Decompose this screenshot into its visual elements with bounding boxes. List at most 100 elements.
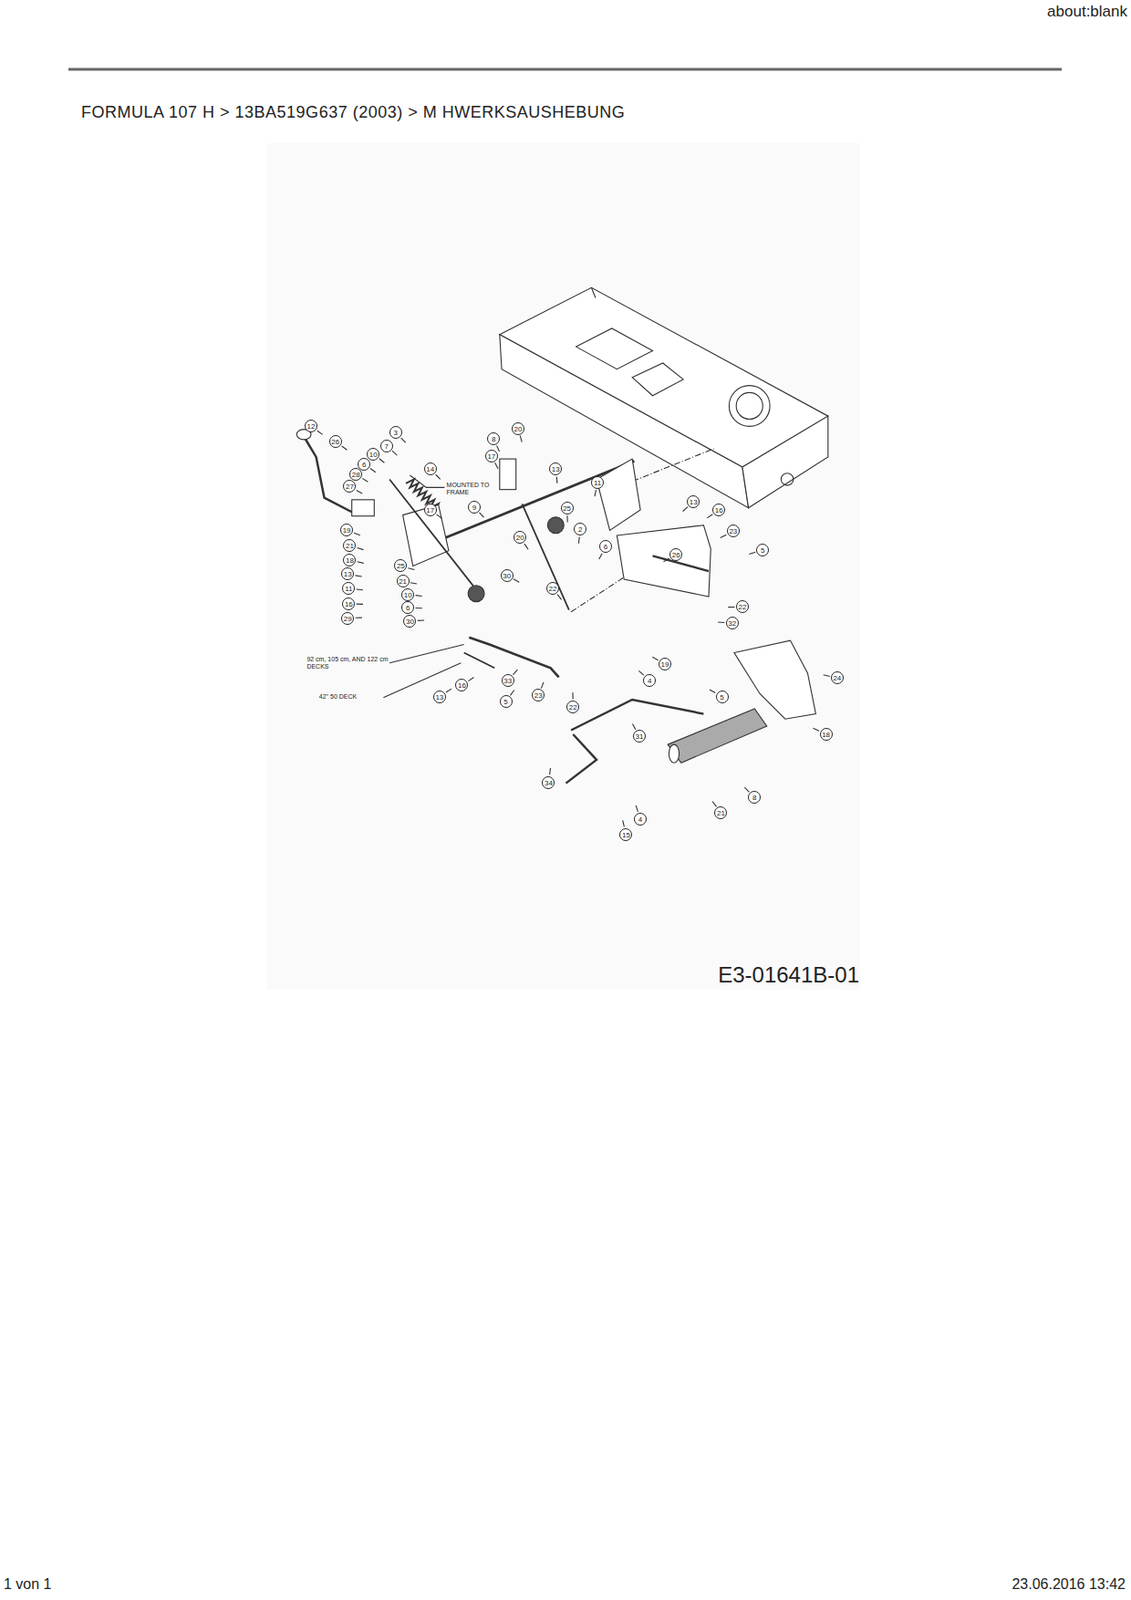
callout-number: 6 (599, 539, 613, 553)
callout-number: 21 (396, 574, 410, 588)
leader-line (355, 617, 363, 619)
leader-line (370, 468, 376, 473)
callout-number: 26 (669, 548, 683, 561)
header-rule (68, 68, 1062, 72)
leader-line (556, 477, 559, 484)
callout-number: 10 (366, 447, 380, 461)
leader-line (513, 579, 519, 583)
leader-line (409, 475, 445, 488)
callout-number: 28 (349, 467, 363, 481)
leader-line (823, 674, 831, 677)
callout-number: 2 (573, 522, 587, 536)
callout-number: 32 (726, 616, 739, 630)
leader-line (622, 819, 625, 827)
frame-end (742, 415, 829, 509)
leader-line (519, 435, 522, 443)
leader-line (356, 588, 364, 591)
callout-number: 8 (747, 790, 761, 804)
leader-line (379, 458, 385, 464)
leader-line (748, 551, 756, 554)
leader-line (342, 446, 348, 450)
lift-rod (389, 478, 479, 593)
leader-line (509, 690, 514, 696)
callout-number: 17 (485, 449, 499, 463)
callout-number: 17 (424, 503, 437, 517)
callout-number: 16 (342, 597, 355, 611)
callout-number: 20 (511, 422, 525, 436)
callout-number: 14 (424, 462, 437, 476)
leader-line (415, 594, 423, 597)
callout-number: 23 (531, 688, 545, 702)
callout-number: 21 (342, 539, 356, 552)
callout-number: 7 (380, 439, 394, 453)
leader-line (683, 507, 688, 512)
callout-number: 20 (513, 530, 527, 544)
frame-hole (728, 385, 770, 427)
leader-line (389, 644, 465, 664)
leader-line (566, 515, 568, 522)
leader-line (571, 692, 573, 699)
pulley (467, 585, 485, 602)
leader-line (599, 553, 602, 560)
leader-line (435, 474, 441, 479)
leader-line (638, 670, 644, 675)
callout-number: 34 (541, 776, 555, 789)
leader-line (663, 558, 669, 561)
callout-number: 8 (487, 432, 500, 446)
callout-number: 3 (389, 425, 403, 439)
callout-number: 13 (433, 690, 447, 704)
print-date: 23.06.2016 13:42 (1011, 1576, 1126, 1593)
leader-line (709, 689, 716, 694)
callout-number: 5 (499, 695, 513, 708)
callout-number: 23 (726, 524, 740, 538)
callout-number: 25 (394, 559, 407, 572)
browser-url: about:blank (1047, 2, 1128, 21)
leader-line (524, 543, 529, 550)
callout-number: 26 (329, 435, 343, 448)
callout-number: 15 (619, 828, 633, 841)
deck-size-note: 42" 50 DECK (318, 693, 384, 701)
callout-number: 12 (304, 419, 318, 433)
leader-line (497, 445, 500, 452)
leader-line (578, 537, 581, 544)
leader-line (410, 582, 417, 584)
callout-number: 22 (566, 700, 580, 714)
callout-number: 31 (632, 729, 646, 743)
callout-number: 11 (342, 581, 355, 595)
leader-line (744, 787, 749, 792)
leader-line (512, 669, 518, 675)
callout-number: 4 (633, 812, 647, 826)
leader-line (415, 607, 423, 609)
callout-number: 9 (467, 500, 481, 514)
callout-number: 30 (500, 569, 514, 582)
deck-link (570, 699, 704, 731)
leader-line (353, 532, 361, 535)
tube-end (668, 744, 679, 763)
deck-size-note: 92 cm, 105 cm, AND 122 cm DECKS (305, 655, 389, 671)
exploded-view (296, 287, 830, 827)
leader-line (632, 723, 635, 729)
leader-line (446, 688, 452, 693)
leader-line (727, 606, 735, 608)
leader-line (355, 575, 363, 577)
lift-rod (521, 503, 569, 610)
leader-line (383, 663, 461, 698)
leader-line (557, 594, 561, 601)
leader-line (540, 682, 544, 689)
shaft-bracket (499, 458, 517, 490)
illustration-ground (267, 143, 861, 990)
leader-line (812, 727, 820, 731)
callout-number: 11 (591, 476, 604, 489)
callout-number: 33 (501, 674, 515, 687)
callout-number: 4 (643, 674, 656, 687)
frame-edge (591, 287, 595, 298)
leader-line (712, 801, 716, 808)
leader-line (635, 805, 638, 812)
lift-arm (468, 637, 559, 678)
callout-number: 27 (342, 479, 356, 493)
callout-number: 25 (560, 501, 574, 515)
leader-line (356, 603, 364, 605)
callout-number: 16 (455, 678, 468, 692)
leader-line (479, 512, 485, 518)
